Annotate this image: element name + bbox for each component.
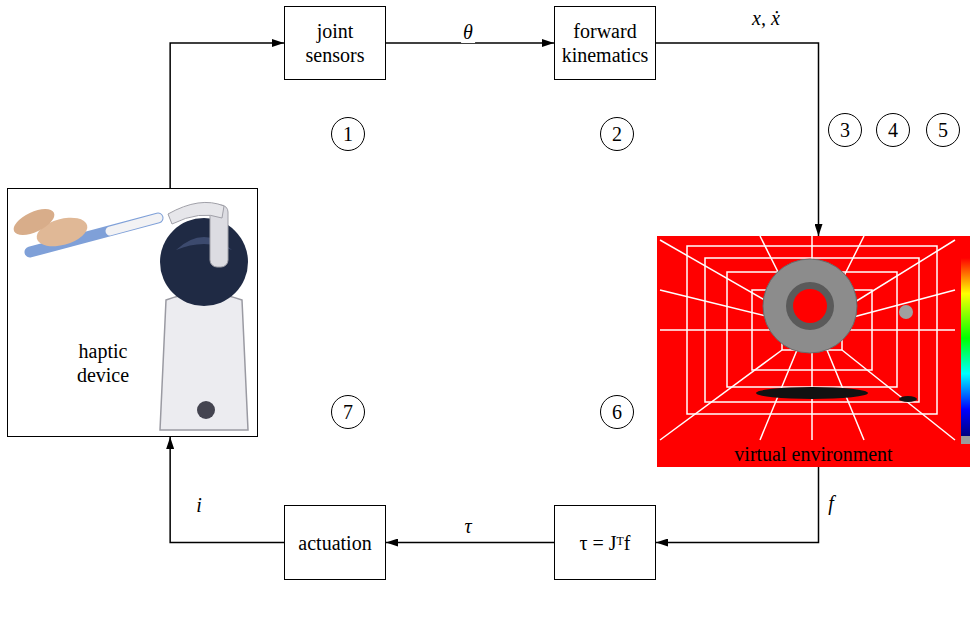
signal-arrow: [386, 542, 554, 544]
device-panel: haptic device: [7, 188, 258, 437]
callout-number: 3: [828, 113, 862, 147]
haptic-device-picture: [10, 202, 248, 430]
signal-label: τ: [462, 515, 473, 537]
node-text: τ = Jᵀf: [579, 531, 630, 555]
signal-arrow: [656, 43, 819, 236]
virtual-environment-picture: [657, 236, 970, 467]
signal-label: f: [826, 492, 836, 514]
callout-number: 7: [331, 395, 365, 429]
signal-arrow: [170, 43, 284, 188]
process-box: forward kinematics: [554, 6, 656, 80]
node-text: haptic device: [58, 339, 148, 387]
callout-number: 5: [926, 113, 960, 147]
signal-label: θ: [461, 21, 475, 43]
node-text: joint sensors: [291, 19, 379, 67]
signal-label: i: [194, 494, 204, 516]
callout-number: 4: [876, 113, 910, 147]
signal-arrow: [656, 467, 819, 543]
node-text: virtual environment: [734, 442, 892, 466]
process-box: τ = Jᵀf: [554, 505, 656, 580]
callout-number: 6: [600, 395, 634, 429]
scene-panel: virtual environment: [657, 236, 970, 467]
callout-number: 2: [600, 117, 634, 151]
signal-label: x, ẋ: [750, 7, 782, 29]
callout-number: 1: [331, 117, 365, 151]
node-text: forward kinematics: [561, 19, 649, 67]
process-box: actuation: [284, 505, 386, 580]
node-text: actuation: [298, 531, 371, 555]
process-box: joint sensors: [284, 6, 386, 80]
signal-arrow: [170, 437, 284, 543]
